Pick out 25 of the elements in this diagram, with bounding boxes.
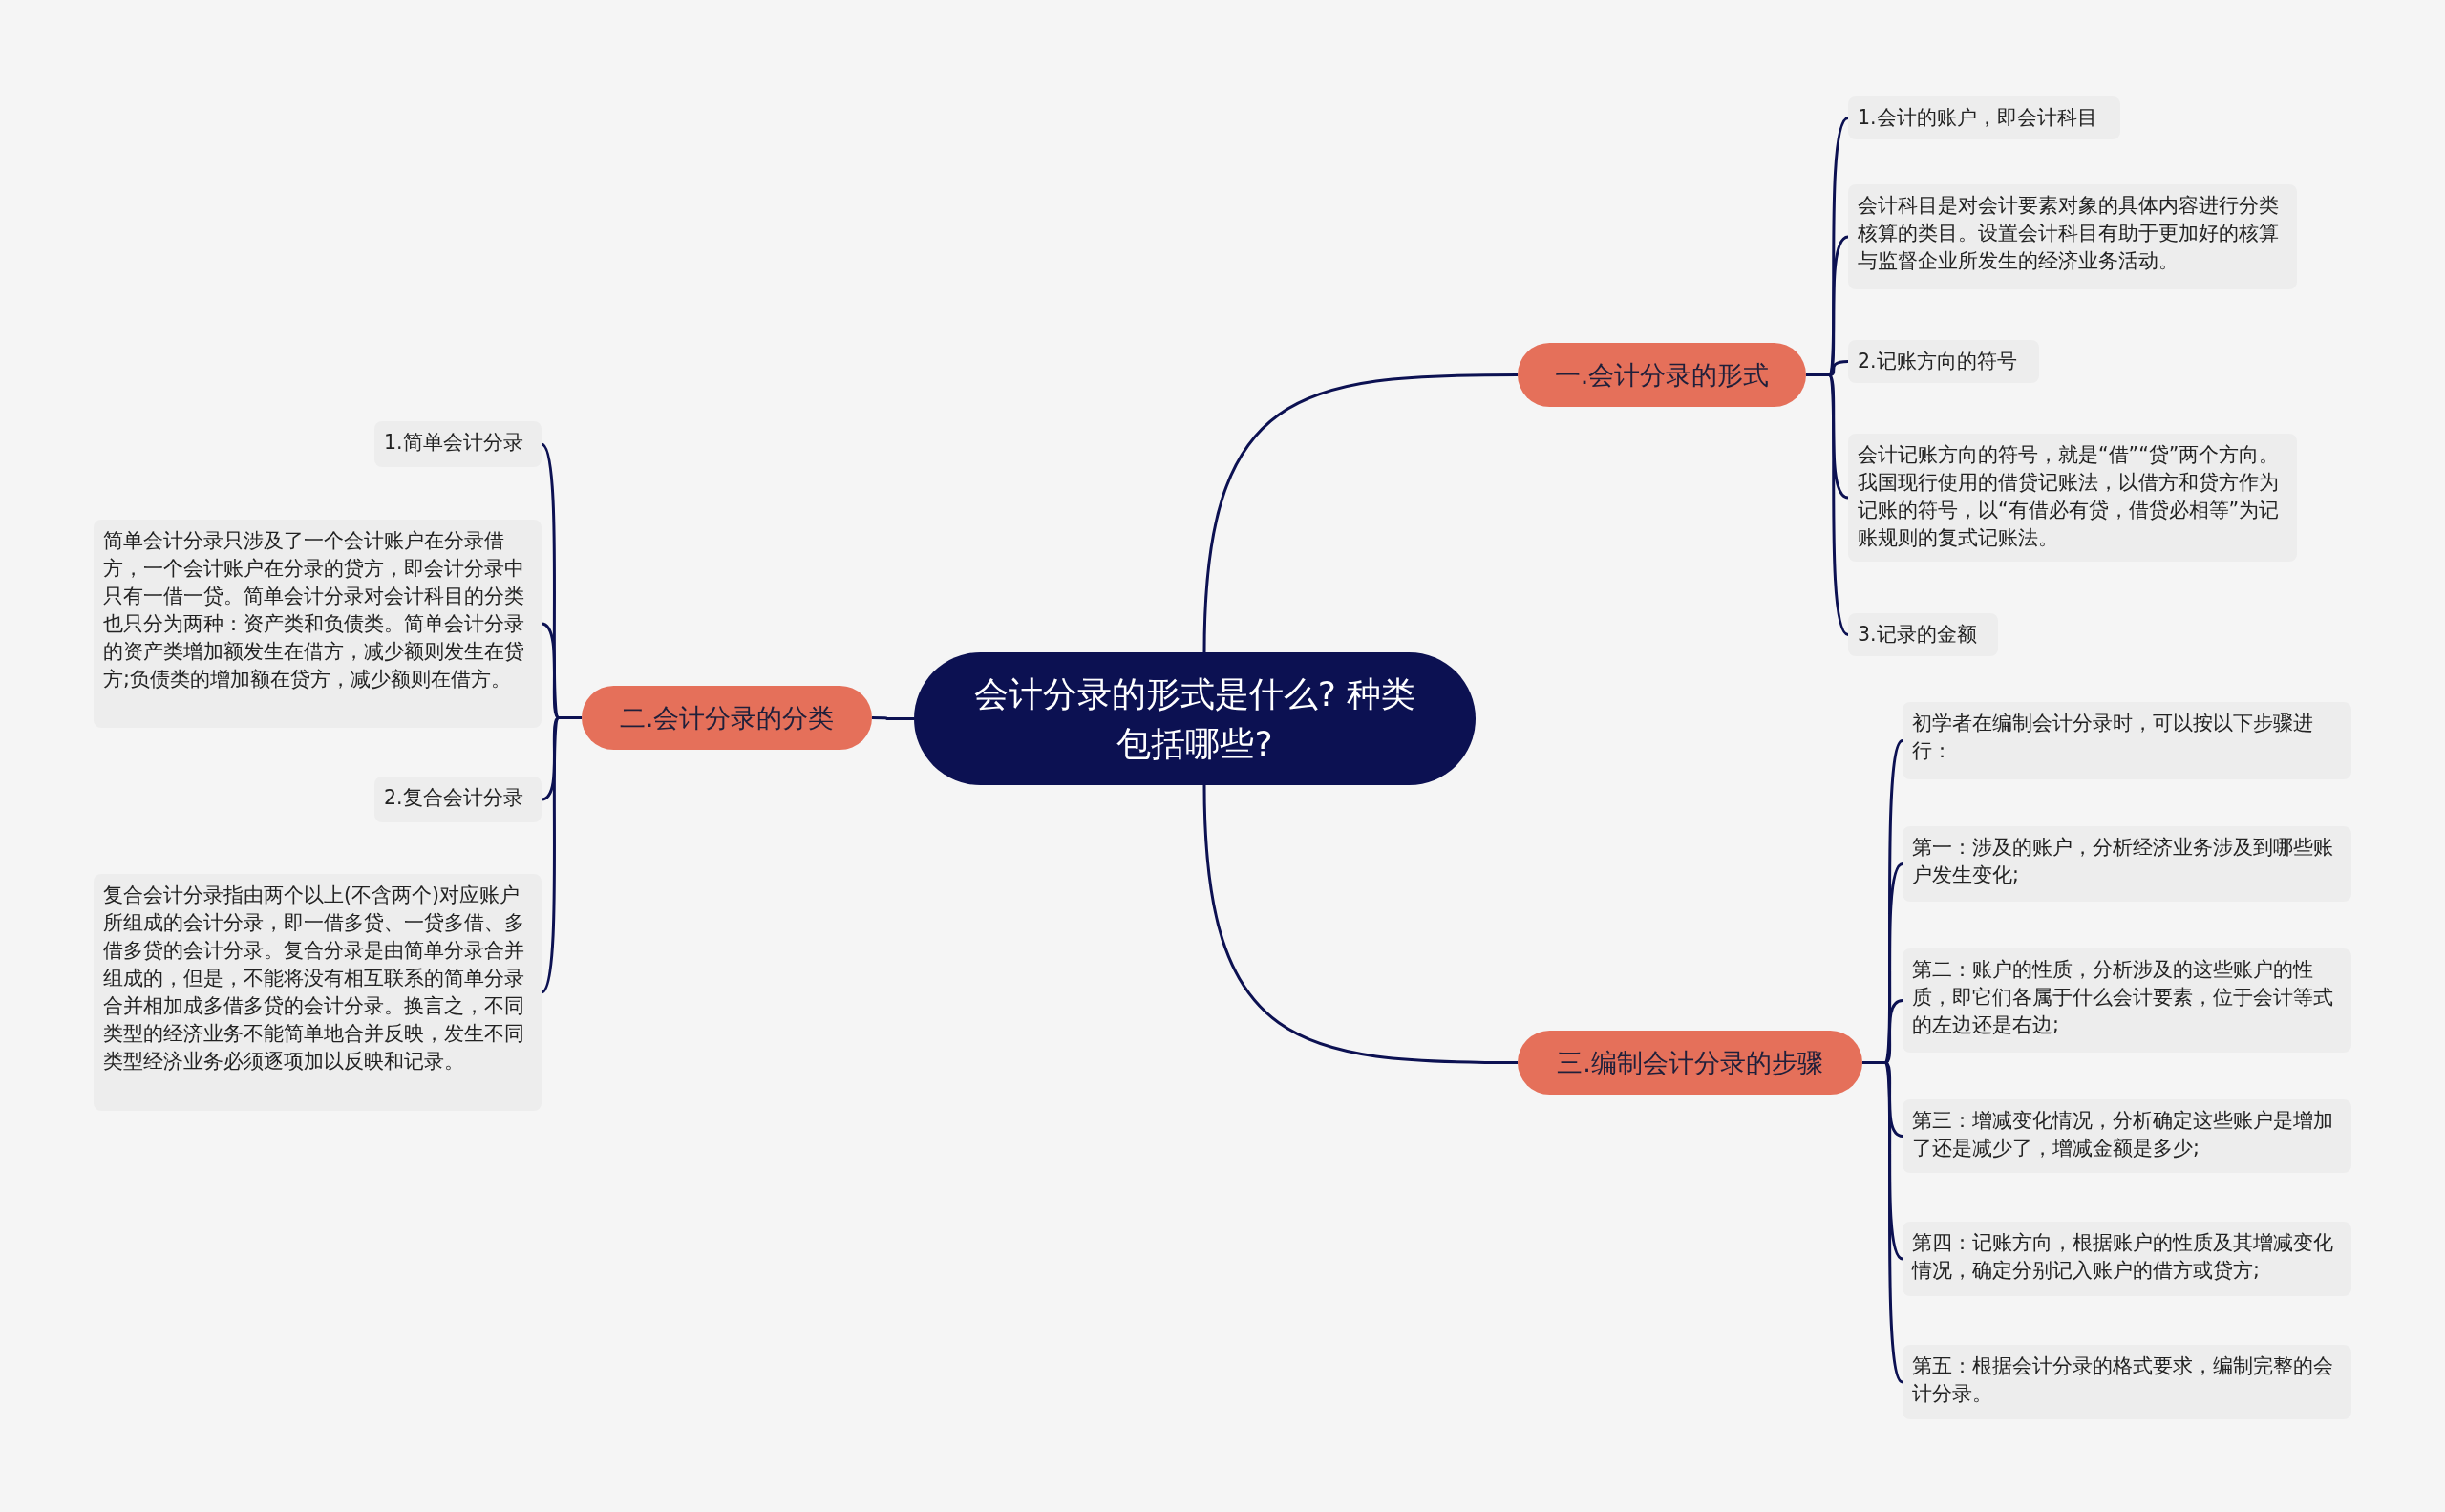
branch-topic: 一.会计分录的形式 <box>1518 343 1806 407</box>
note-box: 第四：记账方向，根据账户的性质及其增减变化情况，确定分别记入账户的借方或贷方; <box>1903 1222 2351 1296</box>
note-box: 会计记账方向的符号，就是“借”“贷”两个方向。我国现行使用的借贷记账法，以借方和贷方作为记账的符号，以“有借必有贷，借贷必相等”为记账规则的复式记账法。 <box>1848 434 2297 562</box>
note-box: 复合会计分录指由两个以上(不含两个)对应账户所组成的会计分录，即一借多贷、一贷多借、多借多贷的会计分录。复合分录是由简单分录合并组成的，但是，不能将没有相互联系的简单分录合并相加成多借多贷的会计分录。换言之，不同类型的经济业务不能简单地合并反映，发生不同类型经济业务必须逐项加以反映和记录。 <box>94 874 542 1111</box>
note-box: 第五：根据会计分录的格式要求，编制完整的会计分录。 <box>1903 1345 2351 1419</box>
note-box: 初学者在编制会计分录时，可以按以下步骤进行： <box>1903 702 2351 779</box>
connector <box>1202 784 1518 1064</box>
branch-topic: 二.会计分录的分类 <box>582 686 872 750</box>
central-topic: 会计分录的形式是什么? 种类包括哪些? <box>914 652 1476 785</box>
branch-topic: 三.编制会计分录的步骤 <box>1518 1031 1862 1095</box>
note-box: 第一：涉及的账户，分析经济业务涉及到哪些账户发生变化; <box>1903 826 2351 902</box>
note-box: 第三：增减变化情况，分析确定这些账户是增加了还是减少了，增减金额是多少; <box>1903 1099 2351 1173</box>
note-box: 3.记录的金额 <box>1848 613 1998 656</box>
connector <box>1806 373 1850 636</box>
connector <box>540 716 582 993</box>
connector <box>872 716 914 720</box>
note-box: 1.简单会计分录 <box>374 421 542 467</box>
note-box: 1.会计的账户，即会计科目 <box>1848 96 2120 139</box>
connector <box>1202 373 1518 653</box>
note-box: 2.复合会计分录 <box>374 777 542 822</box>
note-box: 第二：账户的性质，分析涉及的这些账户的性质，即它们各属于什么会计要素，位于会计等式的左边还是右边; <box>1903 948 2351 1053</box>
connector <box>1862 1061 1904 1383</box>
note-box: 简单会计分录只涉及了一个会计账户在分录借方，一个会计账户在分录的贷方，即会计分录中只有一借一贷。简单会计分录对会计科目的分类也只分为两种：资产类和负债类。简单会计分录的资产类增加额发生在借方，减少额则发生在贷方;负债类的增加额在贷方，减少额则在借方。 <box>94 520 542 728</box>
note-box: 2.记账方向的符号 <box>1848 340 2039 383</box>
note-box: 会计科目是对会计要素对象的具体内容进行分类核算的类目。设置会计科目有助于更加好的核算与监督企业所发生的经济业务活动。 <box>1848 184 2297 289</box>
